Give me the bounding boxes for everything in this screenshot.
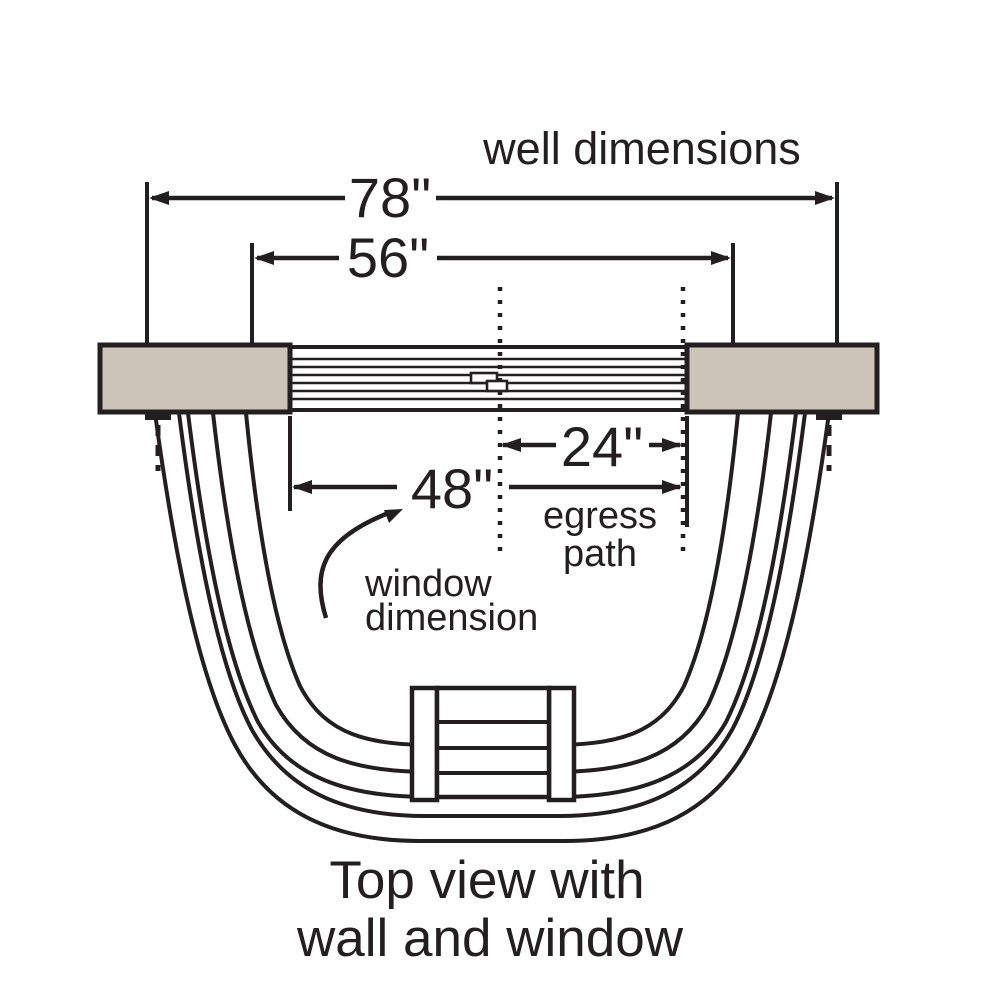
house-wall	[97, 342, 880, 415]
dim-label-24: 24"	[561, 415, 643, 478]
window-dimension-label-line1: window	[364, 563, 492, 605]
dimension-24	[501, 438, 682, 452]
dimension-48	[292, 480, 682, 494]
diagram-text: well dimensions 78" 56" 24" 48" egress p…	[296, 123, 801, 968]
extension-lines	[145, 182, 839, 527]
dimension-78	[149, 191, 835, 205]
well-mounting-tabs	[145, 410, 842, 471]
window-dimension-callout	[318, 509, 403, 619]
window-latch-upper	[469, 371, 499, 385]
callout-curved-arrow	[318, 511, 387, 619]
dim-label-56: 56"	[347, 226, 429, 289]
egress-path-label-line2: path	[563, 533, 637, 575]
callout-arrowhead	[384, 509, 403, 523]
caption-line2: wall and window	[296, 909, 684, 968]
arrowhead-48-left	[292, 480, 312, 494]
arrowhead-78-right	[815, 191, 835, 205]
ladder-frame	[434, 685, 552, 800]
left-mount-tab	[145, 410, 171, 420]
caption-line1: Top view with	[329, 851, 644, 910]
window-dimension-label-line2: dimension	[365, 597, 538, 639]
dim-label-48: 48"	[411, 457, 493, 520]
arrowhead-24-right	[662, 438, 682, 452]
well-curve-2	[177, 412, 807, 818]
egress-path-lines	[497, 287, 686, 556]
window-latch-lower	[485, 379, 509, 393]
well-curve-outer	[153, 412, 831, 843]
ladder-rail-left	[409, 685, 440, 803]
dimension-56	[254, 251, 731, 265]
arrowhead-56-left	[254, 251, 274, 265]
arrowhead-78-left	[149, 191, 169, 205]
arrowhead-48-right	[662, 480, 682, 494]
wall-right-segment	[684, 342, 880, 415]
wall-left-segment	[97, 342, 293, 415]
arrowhead-24-left	[501, 438, 521, 452]
ladder	[409, 685, 577, 803]
egress-path-label-line1: egress	[543, 495, 657, 537]
arrowhead-56-right	[711, 251, 731, 265]
right-mount-tab	[816, 410, 842, 420]
window	[290, 357, 687, 401]
diagram-title: well dimensions	[482, 123, 801, 174]
dim-label-78: 78"	[349, 166, 431, 229]
ladder-rail-right	[546, 685, 577, 803]
